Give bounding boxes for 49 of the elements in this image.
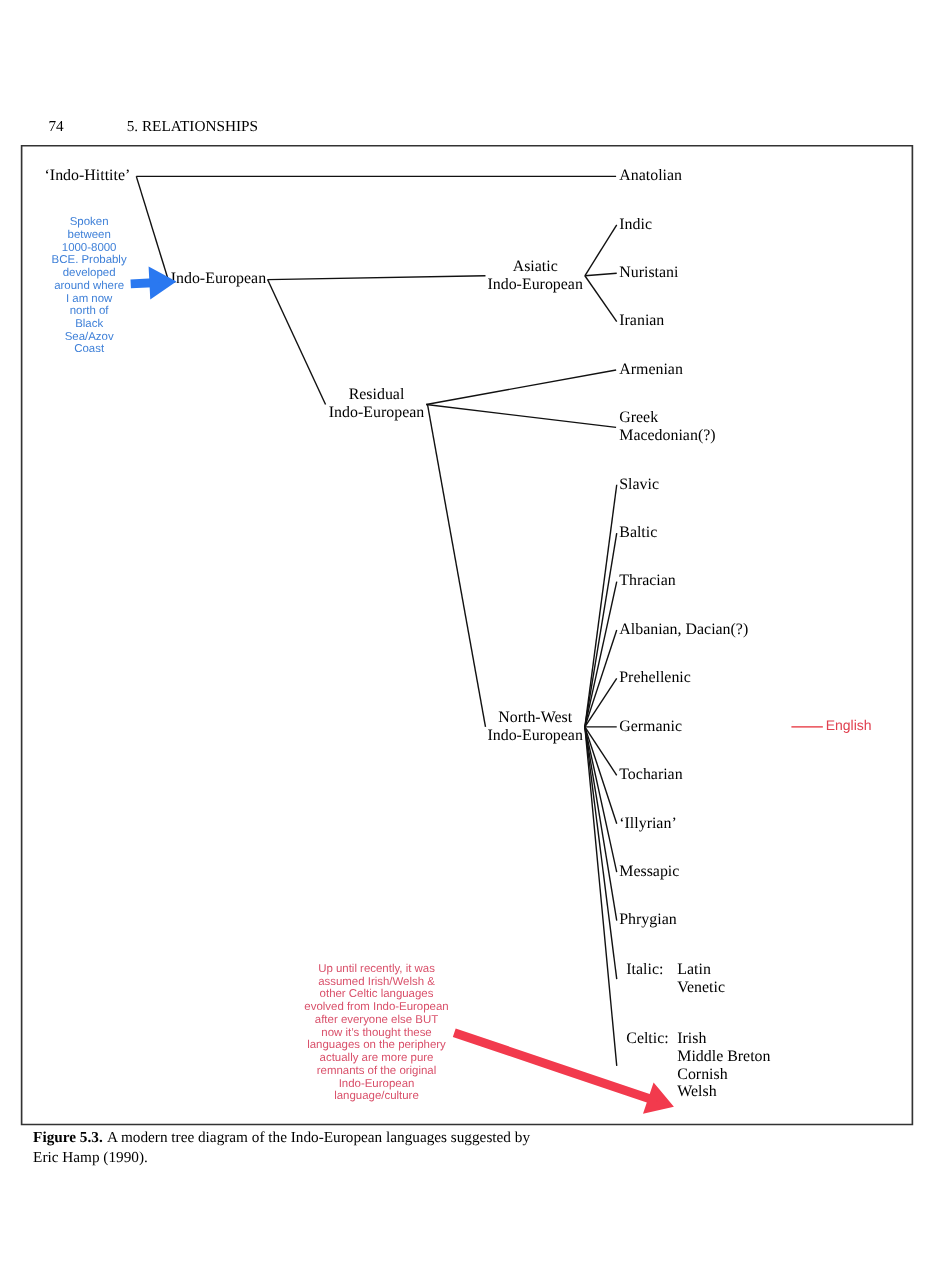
node-text: North-West Indo-European <box>487 706 583 743</box>
connector <box>584 579 618 727</box>
connector <box>584 483 618 727</box>
node-text: Italic: Latin Venetic <box>626 959 725 995</box>
connector <box>584 628 618 727</box>
connector <box>266 274 487 280</box>
connector <box>584 725 618 921</box>
connector <box>135 174 617 177</box>
connector <box>584 725 618 775</box>
connector <box>584 725 618 824</box>
connector <box>584 725 618 1066</box>
connector <box>266 277 327 405</box>
connector <box>584 725 618 872</box>
connector <box>426 402 487 727</box>
node-text: ‘Illyrian’ <box>619 812 677 831</box>
connector <box>584 223 618 276</box>
connector <box>425 402 617 428</box>
node-text: Indic <box>619 213 652 232</box>
node-text: Celtic: Irish Middle Breton Cornish Welsh <box>626 1027 771 1100</box>
node-text: Messapic <box>619 860 680 879</box>
node-text: Iranian <box>619 310 665 329</box>
node-text: Prehellenic <box>619 667 691 686</box>
node-text: Baltic <box>619 522 658 540</box>
node-text: Thracian <box>619 570 676 589</box>
connector <box>584 271 618 276</box>
connector <box>584 676 618 727</box>
node-text: Tocharian <box>619 764 683 783</box>
node-text: Nuristani <box>619 262 679 281</box>
node-text: Albanian, Dacian(?) <box>619 618 749 637</box>
node-text: Asiatic Indo-European <box>487 255 583 292</box>
node-text: Anatolian <box>619 165 683 184</box>
node-text: ‘Indo-Hittite’ <box>44 165 131 184</box>
node-text: Armenian <box>619 358 683 377</box>
connector <box>584 274 618 322</box>
connector <box>425 368 617 405</box>
cluster <box>20 143 914 1125</box>
connector <box>584 725 618 979</box>
node-text: Slavic <box>619 473 660 492</box>
connector <box>135 174 169 280</box>
arrow <box>452 1027 674 1113</box>
node-text: Indo-European <box>170 268 267 287</box>
node-text: Phrygian <box>619 909 677 928</box>
connector <box>584 725 618 727</box>
node-text: Greek Macedonian(?) <box>619 407 716 444</box>
connector <box>584 531 618 727</box>
arrow <box>130 265 177 299</box>
connector <box>790 725 824 727</box>
node-text: Germanic <box>619 715 682 734</box>
node-text: Residual Indo-European <box>328 384 425 421</box>
